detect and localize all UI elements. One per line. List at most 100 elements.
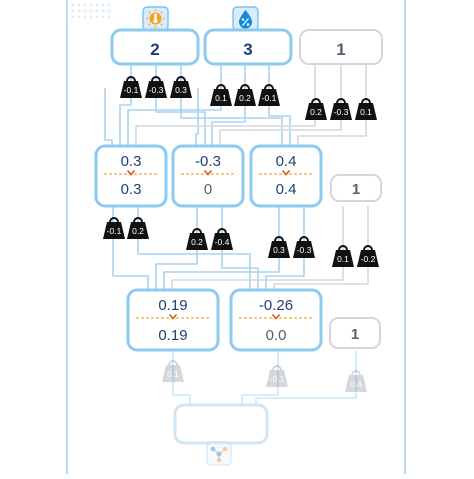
weight-label: 0.3 [268, 236, 290, 258]
hidden-layer-2: 0.19 0.19 -0.26 0.0 1 0.1 -0.1 0.4 [126, 288, 381, 392]
weight-value: -0.3 [334, 107, 349, 117]
weight-handle [109, 217, 119, 223]
neuron-sum: 0.4 [276, 153, 297, 170]
weight-label: 0.1 [162, 360, 184, 382]
weight-label: 0.2 [234, 84, 256, 106]
input-node-temperature: 2 [110, 28, 200, 66]
input-node-humidity: 3 [203, 28, 293, 66]
weight-label: -0.3 [330, 98, 352, 120]
weight-body [332, 250, 354, 267]
weight-handle [216, 84, 226, 90]
weight-value: 0.3 [273, 245, 285, 255]
weight-label: -0.3 [293, 236, 315, 258]
activation-arrow-icon [281, 169, 291, 176]
input-row: 2 3 1 -0.1 -0.3 0.3 0.1 0.2 -0.1 0.2 -0.… [110, 6, 383, 120]
weight-value: -0.3 [149, 85, 164, 95]
weight-body [293, 241, 315, 258]
weight-body [234, 89, 256, 106]
dot-pattern [70, 2, 114, 22]
weight-body [103, 222, 125, 239]
weight-value: -0.4 [215, 237, 230, 247]
bias-node-1: 1 [330, 174, 382, 202]
weight-value: -0.1 [262, 93, 277, 103]
weight-handle [151, 76, 161, 82]
neuron-sum: -0.3 [195, 153, 221, 170]
layer-2-weights: 0.1 -0.1 0.4 [162, 360, 367, 392]
neuron-2-1: 0.19 0.19 [126, 288, 220, 352]
input-node-bias: 1 [299, 29, 383, 65]
weight-label: 0.4 [345, 370, 367, 392]
activation-arrow-icon [203, 169, 213, 176]
weight-handle [336, 98, 346, 104]
weight-label: -0.1 [103, 217, 125, 239]
weight-body [170, 81, 192, 98]
weight-value: 0.1 [167, 369, 179, 379]
weight-body [210, 89, 232, 106]
input-value-temperature: 2 [150, 40, 159, 59]
weight-label: 0.1 [355, 98, 377, 120]
activation-arrow-icon [271, 313, 281, 320]
weight-value: 0.2 [310, 107, 322, 117]
layer-1-weights: -0.1 0.2 0.2 -0.4 0.3 -0.3 0.1 -0.2 [103, 217, 379, 267]
weight-handle [272, 365, 282, 371]
weight-value: 0.3 [175, 85, 187, 95]
molecule-icon [206, 441, 232, 466]
card-frame [66, 0, 406, 474]
weight-body [330, 103, 352, 120]
weight-handle [311, 98, 321, 104]
hidden-layer-1: 0.3 0.3 -0.3 0 0.4 0.4 1 [94, 144, 382, 267]
neuron-output: 0 [204, 181, 212, 198]
input-value-bias: 1 [336, 40, 345, 59]
weight-body [357, 250, 379, 267]
neuron-sum: -0.26 [259, 297, 293, 314]
weight-label: 0.2 [186, 228, 208, 250]
activation-arrow-icon [168, 313, 178, 320]
neuron-1-1: 0.3 0.3 [94, 144, 168, 208]
weight-label: 0.1 [332, 245, 354, 267]
weight-label: -0.2 [357, 245, 379, 267]
weight-value: -0.2 [361, 254, 376, 264]
output-node [173, 403, 269, 466]
weight-body [162, 365, 184, 382]
weight-handle [176, 76, 186, 82]
neuron-output: 0.3 [121, 181, 142, 198]
weight-value: -0.1 [270, 374, 285, 384]
weight-body [127, 222, 149, 239]
weight-handle [264, 84, 274, 90]
weight-value: 0.1 [337, 254, 349, 264]
bias-value: 1 [351, 326, 359, 343]
input-value-humidity: 3 [243, 40, 252, 59]
weight-label: -0.1 [266, 365, 288, 387]
weight-body [268, 241, 290, 258]
weight-label: -0.3 [145, 76, 167, 98]
neuron-1-3: 0.4 0.4 [249, 144, 323, 208]
weight-value: -0.3 [297, 245, 312, 255]
weight-body [145, 81, 167, 98]
weight-body [186, 233, 208, 250]
weight-body [345, 375, 367, 392]
weight-value: 0.1 [360, 107, 372, 117]
weight-handle [192, 228, 202, 234]
neuron-sum: 0.19 [158, 297, 187, 314]
input-weights: -0.1 -0.3 0.3 0.1 0.2 -0.1 0.2 -0.3 0.1 [120, 76, 377, 120]
weight-label: -0.1 [258, 84, 280, 106]
neuron-output: 0.4 [276, 181, 297, 198]
weight-value: 0.2 [191, 237, 203, 247]
neuron-output: 0.19 [158, 327, 187, 344]
weight-body [120, 81, 142, 98]
weight-value: 0.2 [132, 226, 144, 236]
weight-value: -0.1 [124, 85, 139, 95]
neuron-sum: 0.3 [121, 153, 142, 170]
weight-value: 0.4 [350, 379, 362, 389]
bias-value: 1 [352, 181, 360, 198]
weight-handle [363, 245, 373, 251]
activation-arrow-icon [126, 169, 136, 176]
weight-label: -0.1 [120, 76, 142, 98]
weight-handle [168, 360, 178, 366]
neuron-output: 0.0 [266, 327, 287, 344]
weight-body [266, 370, 288, 387]
weight-handle [351, 370, 361, 376]
weight-body [211, 233, 233, 250]
